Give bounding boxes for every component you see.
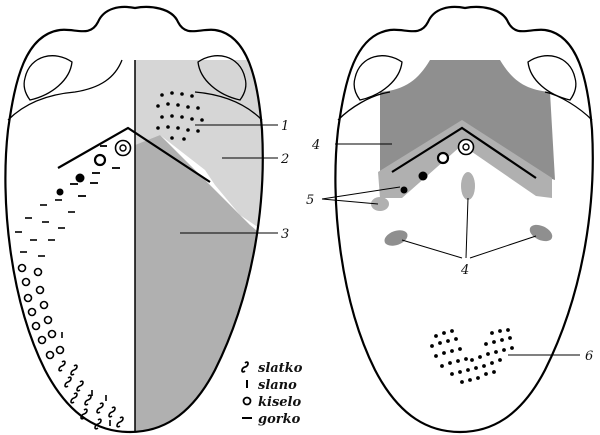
- oval-right-lower: [529, 224, 553, 242]
- leader-5b: [321, 198, 379, 205]
- leader-5a: [321, 186, 401, 200]
- filled-dot: [75, 173, 85, 183]
- label-2: 2: [280, 152, 289, 167]
- right-tongue-root-contour-right: [544, 91, 593, 121]
- left-tongue: 1 2 3: [4, 5, 289, 434]
- region-1-dot-cluster: [156, 91, 204, 141]
- oval-left-upper: [371, 197, 389, 211]
- label-6: 6: [585, 349, 593, 364]
- right-circumvallate-ring-outer: [457, 138, 475, 156]
- tip-dashes: [91, 390, 111, 426]
- salty-dashes: [15, 199, 75, 338]
- leader-4c: [469, 235, 537, 259]
- left-tongue-root-contour-right: [194, 91, 263, 121]
- right-filled-dot-small: [400, 186, 408, 194]
- circumvallate-ring-outer: [114, 139, 132, 157]
- region-2-light: [135, 60, 262, 230]
- right-tongue-outline: [334, 5, 594, 434]
- legend-label-gorko: gorko: [258, 412, 301, 427]
- oval-center: [461, 172, 475, 200]
- leader-4a: [401, 239, 463, 259]
- ring-icon: [242, 396, 252, 406]
- label-4-top: 4: [311, 138, 320, 153]
- filled-dot-small: [56, 188, 64, 196]
- oval-left-lower: [384, 230, 408, 246]
- legend-label-slano: slano: [258, 378, 297, 393]
- s-glyph-icon: [241, 361, 249, 373]
- region-6-dot-cluster: [430, 328, 514, 384]
- taste-legend: slatko slano kiselo gorko: [241, 361, 303, 427]
- sour-rings: [17, 263, 65, 360]
- leader-4b: [465, 197, 469, 259]
- bitter-dashes: [70, 145, 120, 197]
- right-circumvallate-ring-inner: [462, 143, 470, 151]
- ring-marker: [93, 153, 107, 167]
- label-4-bottom: 4: [460, 263, 469, 278]
- label-5: 5: [306, 193, 314, 208]
- legend-label-kiselo: kiselo: [258, 395, 301, 410]
- label-1: 1: [281, 119, 289, 134]
- left-tongue-v-line: [57, 126, 211, 183]
- right-tongue-tonsil-right: [527, 55, 577, 101]
- right-tongue: 4 5 4 6: [306, 5, 594, 434]
- right-filled-dot: [418, 171, 428, 181]
- left-tongue-outline: [4, 5, 264, 434]
- right-tongue-root-contour: [337, 91, 391, 121]
- sweet-s-glyphs: [58, 360, 124, 430]
- right-ring-marker: [436, 151, 450, 165]
- right-tongue-tonsil-left: [353, 55, 403, 101]
- left-tongue-tonsil-left: [23, 55, 73, 101]
- left-tongue-root-contour: [7, 59, 123, 121]
- right-tongue-v-line: [391, 126, 537, 179]
- left-tongue-tonsil-right: [197, 55, 247, 101]
- legend-label-slatko: slatko: [258, 361, 303, 376]
- label-3: 3: [281, 227, 289, 242]
- circumvallate-ring-inner: [119, 144, 127, 152]
